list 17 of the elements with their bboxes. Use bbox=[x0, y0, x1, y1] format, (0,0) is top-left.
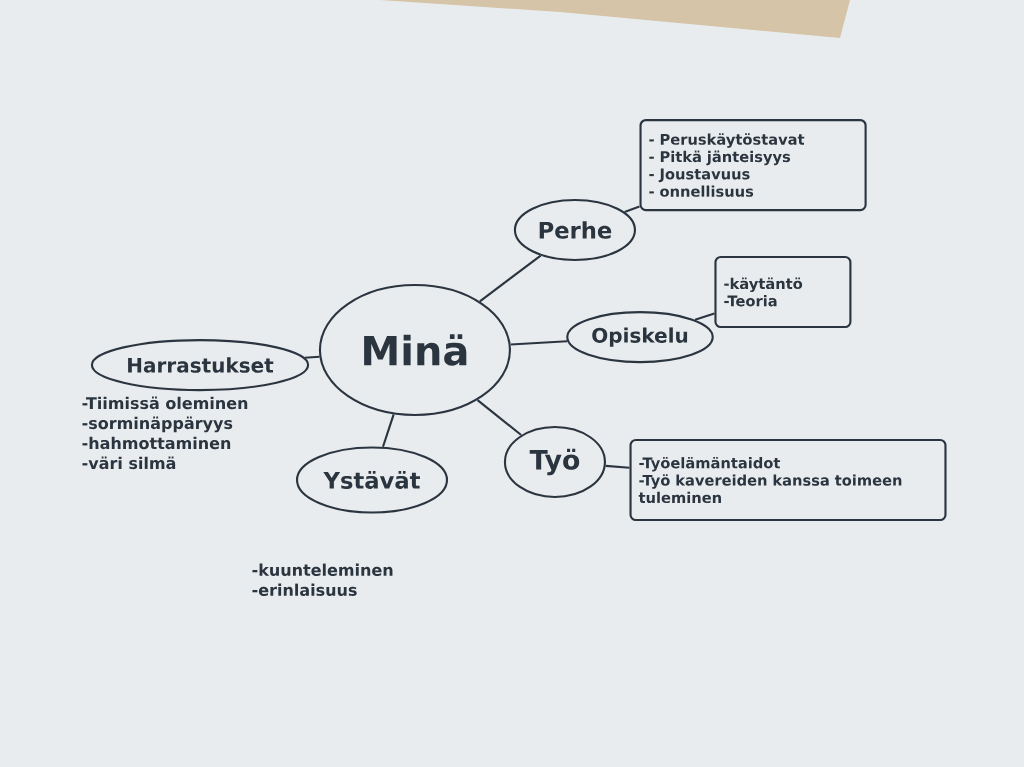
connector-line bbox=[605, 464, 630, 469]
connector-line bbox=[381, 414, 395, 448]
note-box: -käytäntö -Teoria bbox=[714, 255, 852, 329]
note-box: -Työelämäntaidot -Työ kavereiden kanssa toimeen tuleminen bbox=[629, 438, 947, 522]
connector-line bbox=[510, 340, 568, 346]
connector-line bbox=[479, 254, 542, 303]
node-label: -sorminäppäryys bbox=[82, 416, 233, 433]
connector-line bbox=[304, 355, 320, 359]
node-label: -väri silmä bbox=[82, 456, 176, 470]
node-label: -hahmottaminen bbox=[82, 436, 231, 450]
connector-line bbox=[694, 312, 715, 321]
note-box: - Peruskäytöstavat - Pitkä jänteisyys - Joustavuus - onnellisuus bbox=[639, 119, 867, 212]
connector-line bbox=[624, 205, 640, 213]
list-text: -kuunteleminen -erinlaisuus bbox=[252, 563, 393, 596]
connector-line bbox=[476, 399, 522, 436]
list-text: -Tiimissä oleminen -sorminäppäryys -hahmottaminen -väri silmä bbox=[82, 396, 248, 470]
node-label: -Tiimissä oleminen bbox=[82, 396, 248, 410]
